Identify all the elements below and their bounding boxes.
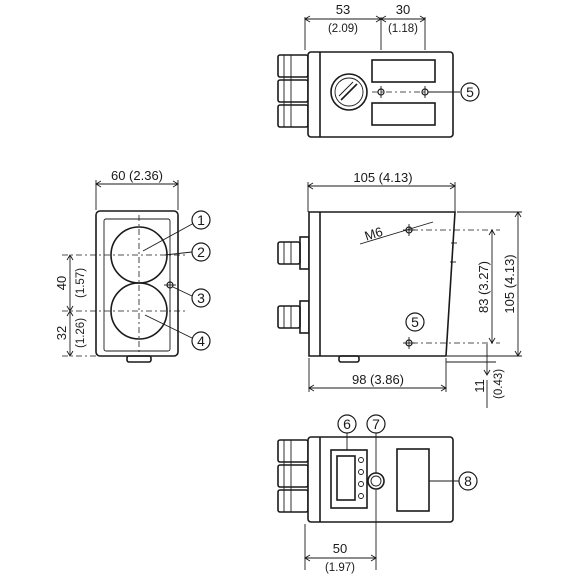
- side-height-105-dim: 105 (4.13): [502, 254, 517, 313]
- side-width-bottom-dim: 98 (3.86): [352, 372, 404, 387]
- side-dim-11: 11: [472, 379, 487, 393]
- bottom-callout-7: 7: [372, 416, 380, 432]
- bottom-dim-50: 50: [333, 541, 347, 556]
- side-view: 105 (4.13) M6 5 83 (3.27): [277, 170, 522, 408]
- front-callout-1: 1: [197, 212, 205, 228]
- front-dim-40: 40: [54, 276, 69, 290]
- front-callout-3: 3: [197, 290, 205, 306]
- front-width-dim: 60 (2.36): [111, 168, 163, 183]
- top-dim-53-in: (2.09): [328, 23, 358, 35]
- side-height-83-dim: 83 (3.27): [476, 261, 491, 313]
- side-width-top-dim: 105 (4.13): [353, 170, 412, 185]
- top-callout-5: 5: [466, 84, 474, 100]
- bottom-view: 6 7 8 50 (1.97): [277, 414, 478, 574]
- bottom-callout-8: 8: [464, 473, 472, 489]
- front-callout-2: 2: [197, 244, 205, 260]
- front-dim-40-in: (1.57): [75, 268, 87, 298]
- side-dim-11-in: (0.43): [493, 369, 505, 399]
- front-callout-4: 4: [197, 333, 205, 349]
- front-dim-32-in: (1.26): [75, 318, 87, 348]
- front-dim-32: 32: [54, 326, 69, 340]
- top-dim-30: 30: [396, 2, 410, 17]
- top-dim-53: 53: [336, 2, 350, 17]
- top-view: 53 (2.09) 30 (1.18) 5: [277, 2, 480, 138]
- side-thread-label: M6: [363, 224, 385, 244]
- front-view: 60 (2.36) 40 (1.57) 32 (1.26) 1 2: [54, 168, 211, 363]
- top-dim-30-in: (1.18): [388, 23, 418, 35]
- bottom-callout-6: 6: [343, 416, 351, 432]
- bottom-dim-50-in: (1.97): [325, 562, 355, 574]
- side-callout-5: 5: [411, 314, 419, 330]
